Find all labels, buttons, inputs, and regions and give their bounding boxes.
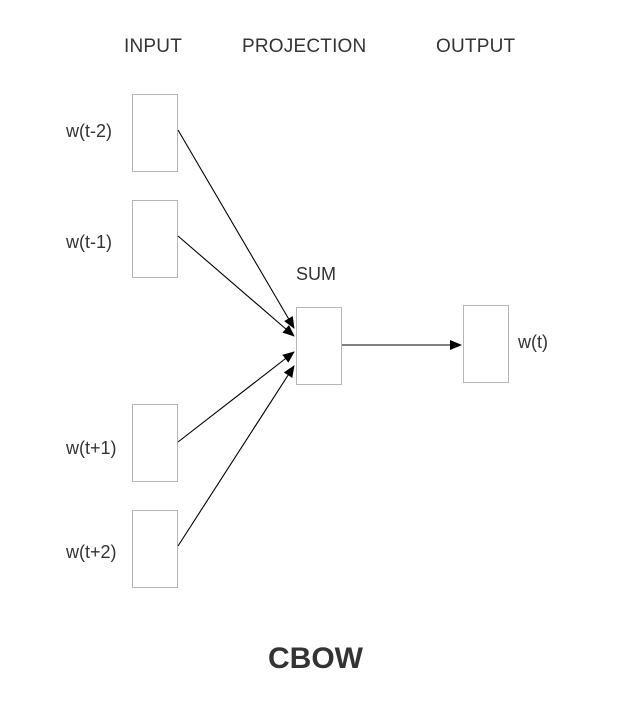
projection-node [296, 307, 342, 385]
input-node-t-plus-1 [132, 404, 178, 482]
input-node-t-minus-2 [132, 94, 178, 172]
input-label-t-minus-2: w(t-2) [66, 121, 112, 141]
input-node-t-minus-1 [132, 200, 178, 278]
diagram-caption: CBOW [268, 642, 363, 675]
header-output: OUTPUT [436, 36, 516, 57]
arrow-input-t-minus-1 [177, 235, 295, 337]
output-node [463, 305, 509, 383]
header-input: INPUT [124, 36, 182, 57]
arrow-input-t-minus-2 [177, 129, 295, 329]
arrow-input-t-plus-2 [177, 365, 295, 547]
arrow-input-t-plus-1 [177, 351, 295, 443]
input-label-t-plus-2: w(t+2) [66, 542, 117, 562]
projection-sum-label: SUM [296, 264, 336, 284]
header-projection: PROJECTION [242, 36, 367, 57]
input-label-t-plus-1: w(t+1) [66, 438, 117, 458]
input-node-t-plus-2 [132, 510, 178, 588]
output-label: w(t) [518, 332, 548, 352]
input-label-t-minus-1: w(t-1) [66, 232, 112, 252]
